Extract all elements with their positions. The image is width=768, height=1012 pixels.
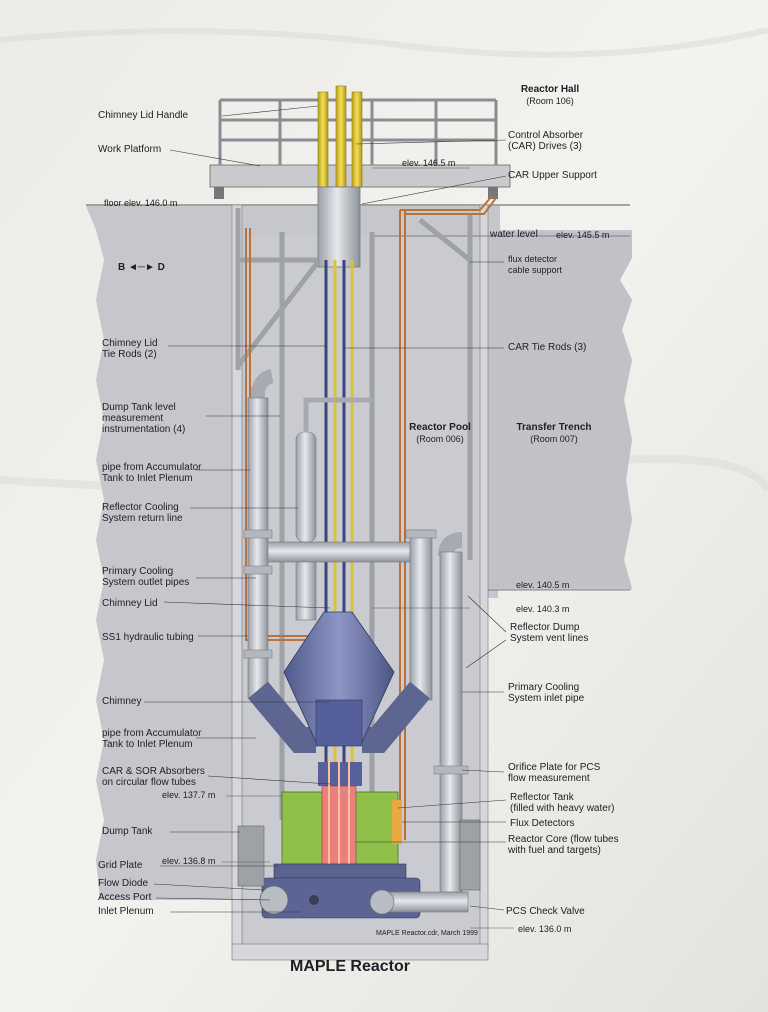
reactor-pool-label: Reactor Pool	[409, 422, 471, 433]
label-flow-diode: Flow Diode	[98, 878, 149, 889]
direction-marker: B ◄─► D	[118, 262, 165, 273]
diagram-title: MAPLE Reactor	[289, 958, 411, 975]
label-access-port: Access Port	[98, 892, 152, 903]
label-pcs-check-valve: PCS Check Valve	[506, 906, 585, 917]
label-flux-detectors: Flux Detectors	[510, 818, 575, 829]
label-car-sor-absorbers: CAR & SOR Absorbers on circular flow tub…	[102, 766, 205, 788]
label-car-tie-rods: CAR Tie Rods (3)	[508, 342, 587, 353]
label-dump-tank-level: Dump Tank level measurement instrumentat…	[102, 402, 186, 435]
floor-elevation: floor elev. 146.0 m	[104, 198, 178, 208]
elevation-136-8: elev. 136.8 m	[162, 856, 216, 866]
label-reflector-tank: Reflector Tank (filled with heavy water)	[510, 792, 615, 814]
elevation-140-5: elev. 140.5 m	[516, 580, 570, 590]
transfer-trench-label: Transfer Trench	[516, 422, 592, 433]
label-chimney-lid: Chimney Lid	[102, 598, 158, 609]
elevation-137-7: elev. 137.7 m	[162, 790, 216, 800]
label-chimney: Chimney	[102, 696, 142, 707]
label-reflector-cooling: Reflector Cooling System return line	[102, 502, 183, 524]
platform-elevation: elev. 146.5 m	[402, 158, 456, 168]
transfer-trench-room: (Room 007)	[530, 434, 578, 444]
reactor-hall-label: Reactor Hall	[520, 84, 580, 95]
label-pipe-accumulator-1: pipe from Accumulator Tank to Inlet Plen…	[102, 462, 202, 484]
elevation-136-0: elev. 136.0 m	[518, 924, 572, 934]
label-primary-inlet: Primary Cooling System inlet pipe	[508, 682, 585, 704]
label-inlet-plenum: Inlet Plenum	[98, 906, 154, 917]
label-orifice-plate: Orifice Plate for PCS flow measurement	[508, 762, 601, 784]
label-work-platform: Work Platform	[98, 144, 162, 155]
label-reflector-dump-vents: Reflector Dump System vent lines	[510, 622, 589, 644]
file-note: MAPLE Reactor.cdr, March 1999	[376, 930, 478, 937]
label-pipe-accumulator-2: pipe from Accumulator Tank to Inlet Plen…	[102, 728, 202, 750]
water-level-label: water level	[490, 229, 538, 240]
label-ss1-tubing: SS1 hydraulic tubing	[102, 632, 194, 643]
elevation-140-3: elev. 140.3 m	[516, 604, 570, 614]
label-flux-detector-support: flux detector cable support	[508, 254, 563, 275]
label-reactor-core: Reactor Core (flow tubes with fuel and t…	[508, 834, 619, 856]
label-chimney-lid-tie-rods: Chimney Lid Tie Rods (2)	[102, 338, 158, 360]
label-dump-tank: Dump Tank	[102, 826, 153, 837]
reactor-hall-room: (Room 106)	[526, 96, 574, 106]
label-grid-plate: Grid Plate	[98, 860, 143, 871]
label-chimney-lid-handle: Chimney Lid Handle	[98, 110, 189, 121]
label-car-upper-support: CAR Upper Support	[508, 170, 597, 181]
water-level-elevation: elev. 145.5 m	[556, 230, 610, 240]
label-car-drives: Control Absorber (CAR) Drives (3)	[508, 130, 584, 152]
label-primary-outlet: Primary Cooling System outlet pipes	[102, 566, 190, 588]
reactor-pool-room: (Room 006)	[416, 434, 464, 444]
